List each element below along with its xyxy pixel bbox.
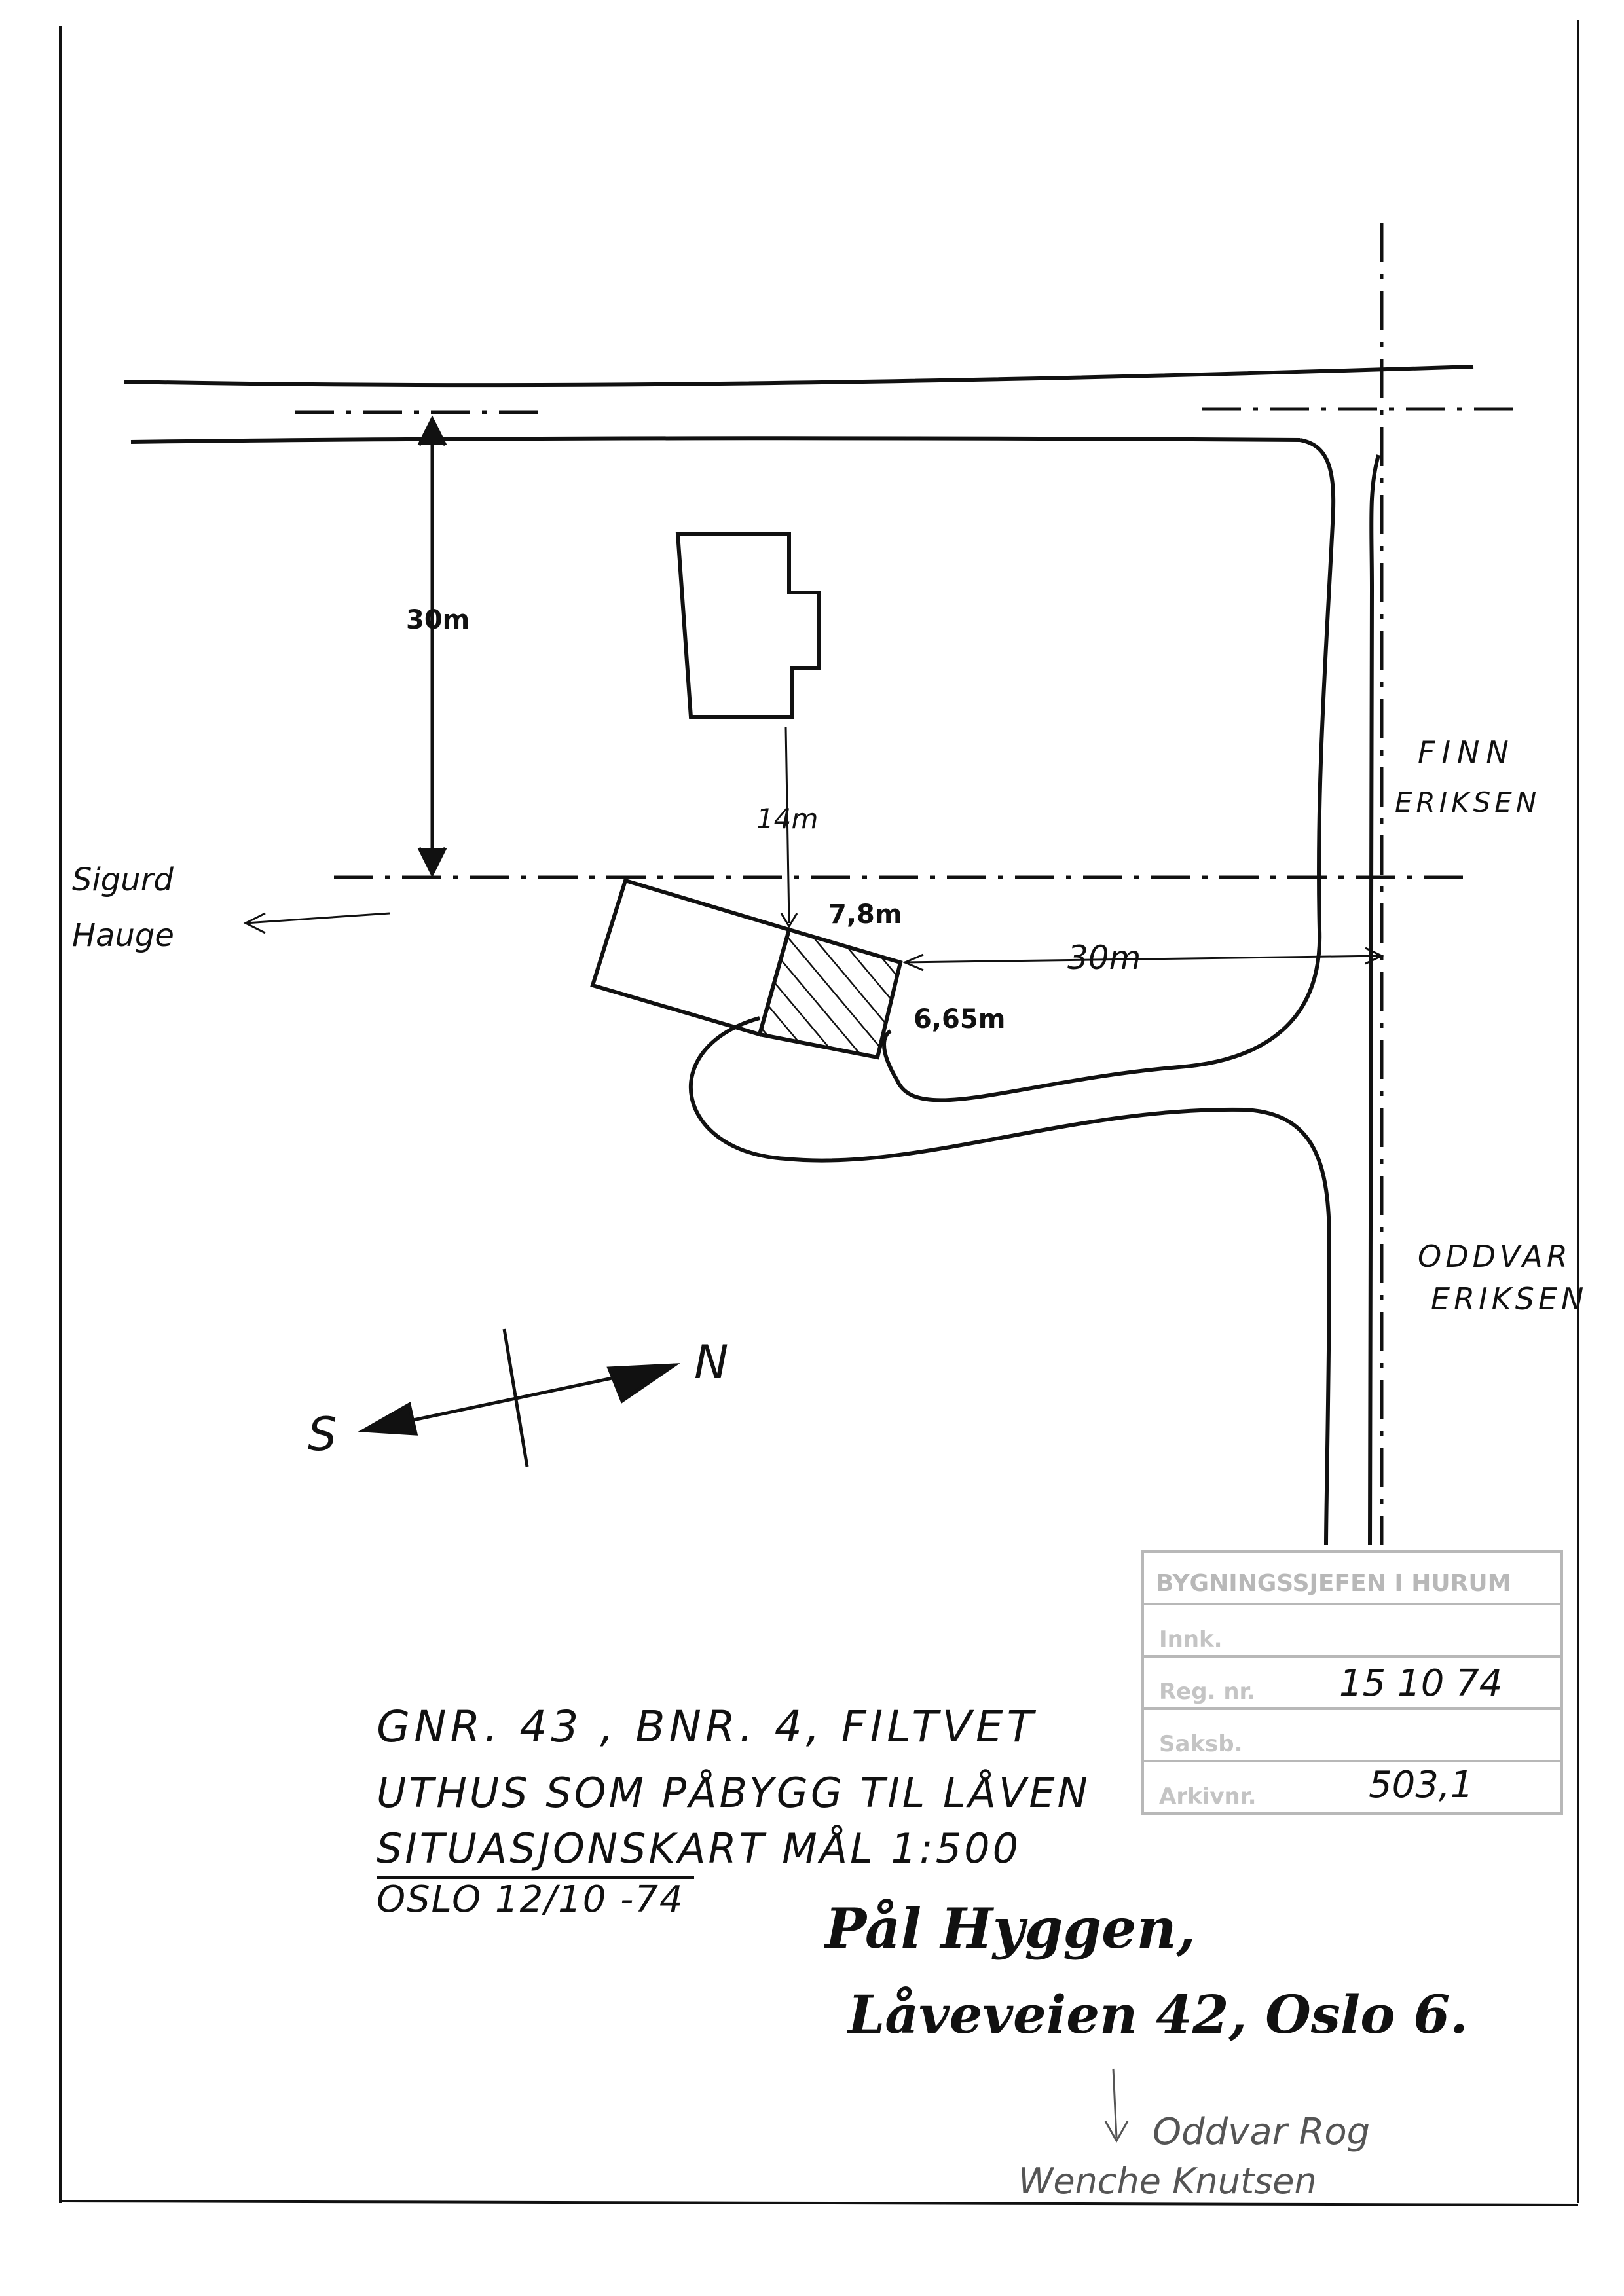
- stamp-header: BYGNINGSSJEFEN I HURUM: [1156, 1570, 1511, 1597]
- dim-30m-east-arrowhead-right: [1365, 947, 1384, 965]
- compass-south-arrowhead: [358, 1402, 418, 1436]
- label-neighbor-east1-first: FINN: [1418, 735, 1515, 770]
- main-house: [675, 532, 821, 719]
- road-east-outer-edge: [1368, 454, 1380, 1546]
- stamp-border: [1141, 1550, 1563, 1815]
- frame-bottom: [60, 2200, 1579, 2206]
- approval-stamp: [1141, 1550, 1563, 1815]
- compass-north-arrowhead: [606, 1363, 680, 1404]
- stamp-number: 503,1: [1369, 1764, 1473, 1806]
- dim-30m-east-arrowhead-left: [902, 953, 924, 972]
- dimension-arrows: [243, 415, 1384, 972]
- property-boundary: [688, 438, 1336, 1546]
- label-neighbor-west-first: Sigurd: [72, 862, 174, 898]
- label-compass-south: S: [308, 1408, 337, 1461]
- signature-address: Låveveien 42, Oslo 6.: [847, 1984, 1468, 2045]
- title-line-scale: SITUASJONSKART MÅL 1:500: [377, 1825, 1021, 1872]
- road-top-north-edge: [124, 365, 1474, 388]
- label-compass-north: N: [694, 1336, 728, 1389]
- barn: [590, 878, 792, 1037]
- pencil-arrow-shaft: [1112, 2068, 1118, 2138]
- label-distance-house: 14m: [756, 803, 818, 835]
- dim-14m-line: [784, 726, 790, 924]
- dim-30m-east-line: [903, 955, 1382, 964]
- road-top: [124, 365, 1474, 444]
- stamp-row-3: Saksb.: [1159, 1731, 1243, 1757]
- label-neighbor-west-last: Hauge: [72, 917, 174, 954]
- stamp-row-2: Reg. nr.: [1159, 1679, 1255, 1705]
- title-line-property: GNR. 43 , BNR. 4, FILTVET: [377, 1702, 1037, 1752]
- new-annex-hatched: [757, 927, 903, 1060]
- title-line-description: UTHUS SOM PÅBYGG TIL LÅVEN: [377, 1769, 1090, 1817]
- stamp-row-1: Innk.: [1159, 1626, 1223, 1652]
- compass-crossbar: [502, 1328, 529, 1467]
- dim-30m-arrowhead-bottom: [417, 847, 447, 878]
- dim-14m-arrowhead: [780, 913, 798, 928]
- arrow-to-west-neighbor-head: [243, 912, 266, 934]
- north-arrow: [358, 1328, 680, 1467]
- label-neighbor-east2-first: ODDVAR: [1418, 1239, 1572, 1274]
- drawing-frame: [59, 20, 1579, 2206]
- label-neighbor-east2-last: ERIKSEN: [1431, 1281, 1587, 1317]
- label-setback-north: 30m: [406, 605, 470, 635]
- title-line-place-date: OSLO 12/10 -74: [377, 1878, 684, 1921]
- dash-dot-lines: [295, 223, 1513, 1545]
- stamp-date: 15 10 74: [1339, 1662, 1502, 1705]
- stamp-row-4: Arkivnr.: [1159, 1783, 1257, 1810]
- bottom-note-line1: Oddvar Rog: [1153, 2111, 1370, 2153]
- road-top-south-edge: [130, 436, 1301, 444]
- bottom-note-line2: Wenche Knutsen: [1018, 2160, 1317, 2202]
- road-east: [1368, 454, 1380, 1546]
- label-width: 7,8m: [828, 900, 902, 930]
- label-depth: 6,65m: [913, 1004, 1005, 1034]
- label-distance-east: 30m: [1067, 939, 1141, 977]
- signature-name: Pål Hyggen,: [824, 1896, 1196, 1961]
- arrow-to-west-neighbor: [245, 912, 390, 924]
- pencil-arrow-head: [1104, 2121, 1129, 2143]
- label-neighbor-east1-last: ERIKSEN: [1395, 786, 1540, 818]
- dim-30m-arrowhead-top: [417, 415, 447, 446]
